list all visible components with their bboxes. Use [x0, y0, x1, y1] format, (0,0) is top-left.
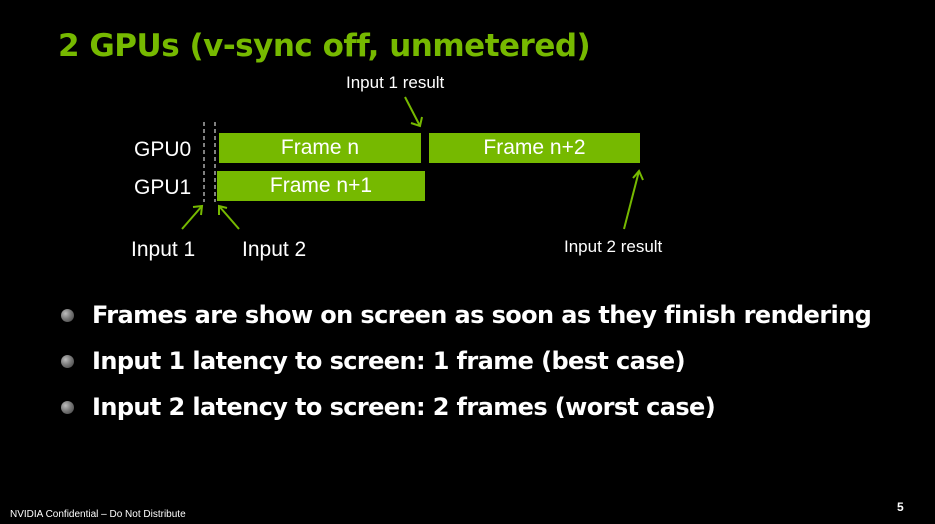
bullet-text: Input 1 latency to screen: 1 frame (best…: [92, 347, 686, 375]
bullet-dot-icon: [61, 355, 74, 368]
bullet-list: Frames are show on screen as soon as the…: [60, 296, 872, 434]
input-1-result-label: Input 1 result: [346, 73, 445, 92]
footer-confidential: NVIDIA Confidential – Do Not Distribute: [10, 509, 186, 520]
gpu1-label: GPU1: [134, 176, 192, 199]
bullet-text: Input 2 latency to screen: 2 frames (wor…: [92, 393, 716, 421]
bullet-dot-icon: [61, 401, 74, 414]
bullet-dot-icon: [61, 309, 74, 322]
input-2-label: Input 2: [242, 238, 307, 261]
input-2-result-label: Input 2 result: [564, 237, 663, 256]
input-1-label: Input 1: [131, 238, 196, 261]
frame-n-plus-2-bar: Frame n+2: [429, 133, 640, 163]
bullet-item: Input 1 latency to screen: 1 frame (best…: [60, 342, 871, 388]
input-2-result-arrow: [623, 169, 644, 230]
slide-title: 2 GPUs (v-sync off, unmetered): [58, 28, 591, 64]
input-1-arrow: [181, 204, 204, 230]
frame-n-plus-1-bar: Frame n+1: [217, 171, 425, 201]
input-2-arrow: [218, 204, 240, 230]
gpu0-label: GPU0: [134, 138, 192, 161]
bullet-item: Input 2 latency to screen: 2 frames (wor…: [60, 388, 871, 434]
diagram-lines: [181, 96, 644, 230]
frame-n-bar: Frame n: [219, 133, 421, 163]
page-number: 5: [897, 500, 904, 514]
input-1-result-arrow: [404, 96, 423, 128]
bullet-item: Frames are show on screen as soon as the…: [60, 296, 872, 342]
bullet-text: Frames are show on screen as soon as the…: [92, 301, 872, 329]
